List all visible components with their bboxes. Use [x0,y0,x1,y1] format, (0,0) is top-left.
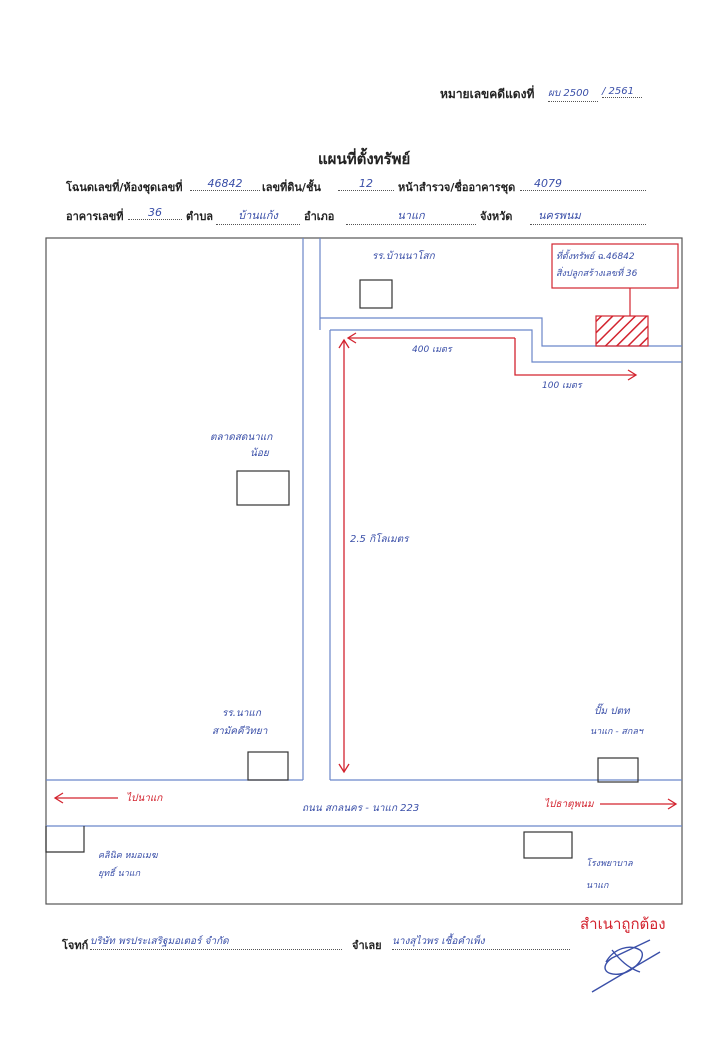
land-no-value: 12 [338,177,394,191]
subdistrict-label: ตำบล [186,210,214,223]
signature [591,939,661,993]
property-callout-box [551,243,679,289]
market-label-line2: น้อย [250,448,269,459]
property-callout-line1: ที่ตั้งทรัพย์ ฉ.46842 [556,252,635,262]
survey-label: หน้าสำรวจ/ชื่ออาคารชุด [398,181,516,194]
deed-value: 46842 [190,177,260,191]
gas-station-line1: ปั๊ม ปตท [594,706,630,717]
defendant-value: นางสุไวพร เชื้อคำเพ็ง [392,934,570,950]
case-number-label: หมายเลขคดีแดงที่ [440,87,535,101]
hospital-label-line1: โรงพยาบาล [586,859,633,869]
distance-25km-label: 2.5 กิโลเมตร [350,534,409,545]
hospital-label-line2: นาแก [586,881,609,891]
to-thatphanom-label: ไปธาตุพนม [544,799,594,810]
subdistrict-value: บ้านแก้ง [216,206,300,225]
plaintiff-value: บริษัท พรประเสริฐมอเตอร์ จำกัด [90,934,342,950]
to-nakae-label: ไปนาแก [126,793,163,804]
distance-400m-label: 400 เมตร [412,345,452,355]
survey-value: 4079 [520,177,646,191]
school-bottom-line1: รร.นาแก [222,708,261,719]
building-label: อาคารเลขที่ [66,210,124,223]
gas-station-line2: นาแก - สกลฯ [590,727,643,737]
property-callout-line2: สิ่งปลูกสร้างเลขที่ 36 [556,269,638,279]
building-value: 36 [128,206,182,220]
property-parcel [595,315,649,347]
road-name-label: ถนน สกลนคร - นาแก 223 [302,803,420,814]
distance-100m-label: 100 เมตร [542,381,582,391]
building-boxes [45,279,639,859]
case-number-value: ผบ 2500 [548,86,598,102]
clinic-label-line2: ยุทธิ์ นาแก [98,869,141,879]
case-year-value: / 2561 [602,86,642,98]
school-bottom-line2: สามัคคีวิทยา [212,726,268,737]
page-title: แผนที่ตั้งทรัพย์ [318,150,411,168]
district-value: นาแก [346,206,476,225]
clinic-label-line1: คลินิค หมอเมฆ [98,851,158,861]
certified-copy-stamp: สำเนาถูกต้อง [580,915,666,933]
deed-label: โฉนดเลขที่/ห้องชุดเลขที่ [66,181,183,194]
province-label: จังหวัด [480,210,513,223]
road-lines [46,238,682,827]
map-frame [45,237,683,905]
arrow-100m [514,338,636,376]
market-label-line1: ตลาดสดนาแก [210,432,273,443]
land-no-label: เลขที่ดิน/ชั้น [262,181,321,194]
defendant-label: จำเลย [352,939,382,952]
plaintiff-label: โจทก์ [62,939,89,952]
school-top-label: รร.บ้านนาโสก [372,251,435,262]
province-value: นครพนม [530,206,646,225]
district-label: อำเภอ [304,210,335,223]
